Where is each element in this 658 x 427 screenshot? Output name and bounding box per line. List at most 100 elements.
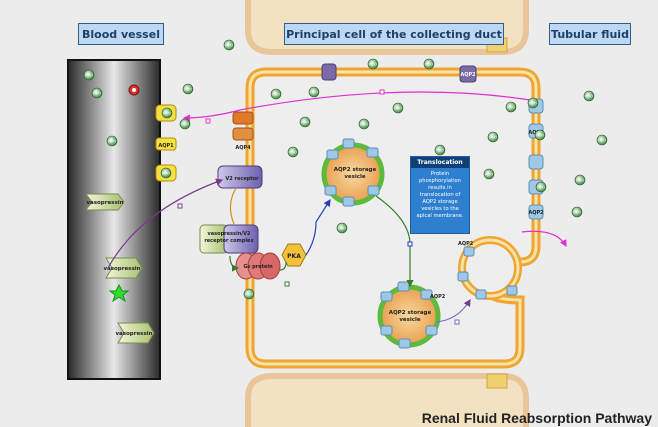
water-molecule-label: H2O [529,102,537,106]
water-molecule-icon: H2O [358,118,370,130]
vesicle-upper-label-1: AQP2 storage [334,167,377,173]
arrow-gs-to-pka [279,261,287,271]
water-molecule-icon: H2O [596,134,608,146]
vasopressin-v2-complex: vasopressin/V2 receptor complex [199,224,259,254]
arrow-complex-to-gs [229,255,240,272]
water-molecule-label: H2O [163,112,171,116]
arrow-receptor-to-complex [229,187,237,225]
water-molecule-label: H2O [436,149,444,153]
header-principal-cell: Principal cell of the collecting duct [284,23,504,45]
water-molecule-icon: H2O [299,116,311,128]
arrow-vesicle-to-membrane [435,298,471,323]
water-molecule-label: H2O [225,44,233,48]
fusing-aqp2-label: AQP2 [458,241,474,247]
water-molecule-label: H2O [537,186,545,190]
water-molecule-icon: H2O [243,288,255,300]
water-molecule-icon: H2O [367,58,379,70]
header-tubular-fluid: Tubular fluid [549,23,631,45]
water-molecule-label: H2O [93,92,101,96]
water-molecule-icon: H2O [574,174,586,186]
water-molecule-label: H2O [425,63,433,67]
water-molecule-label: H2O [301,121,309,125]
water-molecule-icon: H2O [287,146,299,158]
water-molecule-icon: H2O [179,118,191,130]
water-molecule-label: H2O [369,63,377,67]
water-molecule-icon: H2O [583,90,595,102]
vasopressin-label-1: vasopressin [86,200,123,206]
water-molecule-label: H2O [573,211,581,215]
vesicle-lower-label-2: vesicle [399,317,421,323]
water-molecule-label: H2O [184,88,192,92]
water-molecule-label: H2O [598,139,606,143]
vasopressin-2: vasopressin [103,257,143,279]
arrow-fusion-to-apical [521,230,567,248]
water-molecule-icon: H2O [505,101,517,113]
water-molecule-icon: H2O [392,102,404,114]
water-molecule-icon: H2O [223,39,235,51]
gs-protein-label: Gs protein [243,264,273,270]
vasopressin-label-2: vasopressin [103,266,140,272]
water-molecule-icon: H2O [106,135,118,147]
water-molecule-icon: H2O [487,131,499,143]
complex-label-2: receptor complex [204,238,254,244]
aqp1-label: AQP1 [158,143,174,149]
water-molecule-icon: H2O [571,206,583,218]
water-molecule-label: H2O [585,95,593,99]
v2-receptor: V2 receptor [217,165,263,189]
water-molecule-icon: H2O [483,168,495,180]
water-molecule-label: H2O [394,107,402,111]
aqp1-channels: AQP1 [155,104,177,182]
apical-aqp2-label-2: AQP2 [528,210,544,216]
v2-receptor-label: V2 receptor [225,176,259,182]
gs-protein: Gs protein [235,252,281,280]
water-molecule-label: H2O [360,123,368,127]
water-molecule-icon: H2O [270,88,282,100]
vasopressin-1: vasopressin [85,193,125,211]
water-molecule-icon: H2O [182,83,194,95]
vasopressin-3: vasopressin [115,322,155,344]
vesicle-upper-label-2: vesicle [344,174,366,180]
aqp2-fusing-channels: AQP2 [457,241,518,300]
water-molecule-label: H2O [576,179,584,183]
water-molecule-label: H2O [338,227,346,231]
water-molecule-icon: H2O [91,87,103,99]
tight-junction-bottom [486,373,508,389]
complex-label-1: vasopressin/V2 [208,231,251,237]
top-aqp2-label: AQP2 [460,72,476,78]
water-molecule-icon: H2O [83,69,95,81]
water-molecule-label: H2O [162,172,170,176]
vesicle-lower-aqp2-label: AQP2 [430,294,446,300]
arrow-pka-to-vesicle [305,198,331,256]
water-molecule-label: H2O [489,136,497,140]
callout-title: Translocation [411,157,469,168]
water-molecule-label: H2O [85,74,93,78]
water-molecule-label: H2O [245,293,253,297]
water-molecule-label: H2O [507,106,515,110]
diagram-title: Renal Fluid Reabsorption Pathway [421,410,652,426]
water-molecule-label: H2O [310,91,318,95]
water-molecule-icon: H2O [308,86,320,98]
water-molecule-icon: H2O [160,167,172,179]
water-molecule-label: H2O [536,134,544,138]
basolateral-aqp4: AQP4 [232,111,254,151]
vasopressin-binding-star [108,283,130,303]
water-molecule-icon: H2O [534,129,546,141]
water-molecule-label: H2O [108,140,116,144]
aqp2-endocytosed: AQP2 [321,63,477,83]
water-molecule-label: H2O [272,93,280,97]
aqp2-storage-vesicle-upper: AQP2 storage vesicle [321,138,385,207]
water-molecule-label: H2O [181,123,189,127]
water-molecule-icon: H2O [336,222,348,234]
pka-label: PKA [287,253,301,260]
water-molecule-icon: H2O [423,58,435,70]
aqp4-label: AQP4 [235,145,251,151]
water-molecule-label: H2O [485,173,493,177]
water-molecule-icon: H2O [161,107,173,119]
translocation-callout: Translocation Protein phosphorylation re… [410,156,470,234]
arrow-vasopressin-to-receptor [107,178,224,269]
vasopressin-label-3: vasopressin [115,331,152,337]
vesicle-lower-label-1: AQP2 storage [389,310,432,316]
